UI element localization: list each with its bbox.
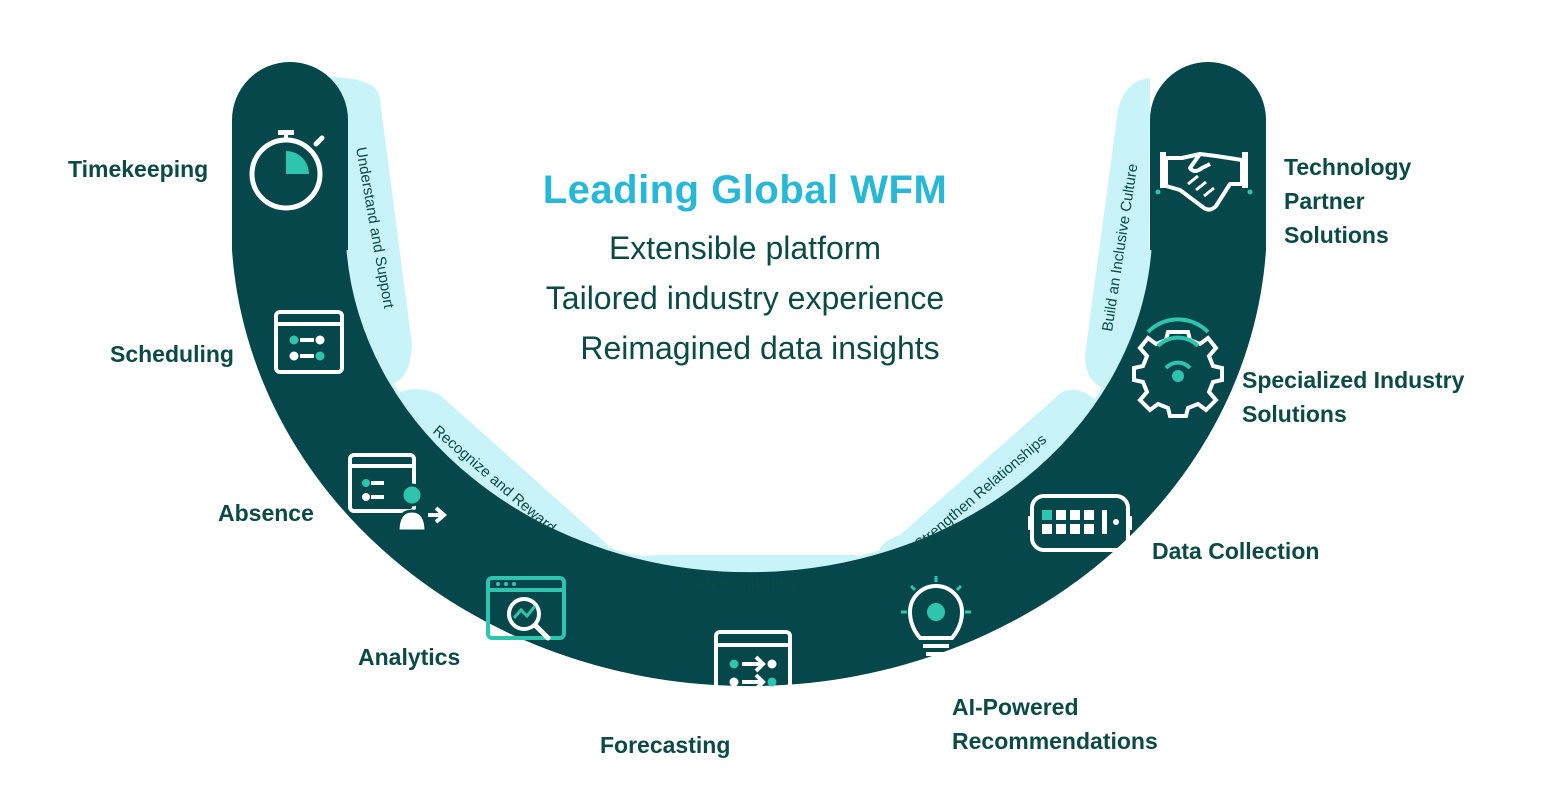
schedule-icon	[274, 310, 344, 374]
center-title: Leading Global WFM	[542, 168, 948, 212]
main-arc	[232, 62, 1266, 687]
lightbulb-icon	[901, 576, 971, 666]
item-label-absence: Absence	[218, 500, 314, 526]
handshake-icon	[1155, 152, 1253, 212]
item-label-data-collection: Data Collection	[1152, 538, 1320, 564]
item-label-forecasting: Forecasting	[600, 732, 731, 758]
center-line-1: Extensible platform	[608, 230, 882, 266]
item-label-scheduling: Scheduling	[110, 341, 234, 367]
center-line-3: Reimagined data insights	[580, 330, 940, 366]
item-label-timekeeping: Timekeeping	[68, 156, 209, 182]
center-line-2: Tailored industry experience	[545, 280, 945, 316]
absence-icon	[348, 453, 448, 533]
data-collection-icon	[1028, 494, 1132, 552]
band-segment-inclusive	[1085, 78, 1150, 390]
band-label-ensure: Ensure Continuity	[680, 575, 799, 592]
item-label-ai-recommendations: AI-Powered Recommendations	[952, 694, 1158, 754]
forecasting-icon	[714, 630, 792, 700]
item-label-specialized-industry: Specialized Industry Solutions	[1242, 367, 1465, 427]
arc-inner-edge	[346, 249, 1152, 573]
item-label-analytics: Analytics	[358, 644, 461, 670]
analytics-icon	[486, 576, 566, 641]
gear-wifi-icon	[1132, 317, 1224, 418]
item-label-technology-partner: Technology Partner Solutions	[1284, 154, 1412, 248]
stopwatch-icon	[249, 130, 325, 211]
